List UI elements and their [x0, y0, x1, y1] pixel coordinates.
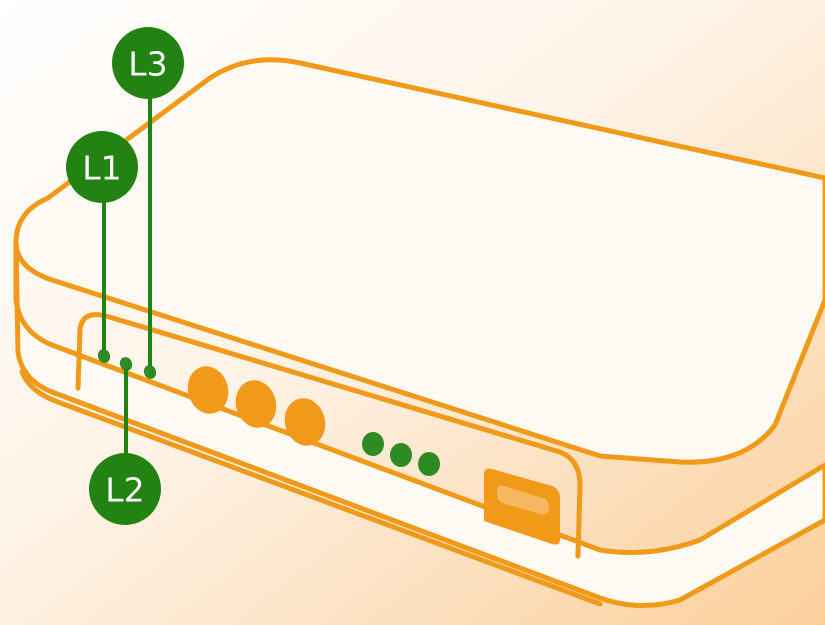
callout-l1: L1	[66, 131, 138, 203]
router-icon	[13, 57, 825, 608]
round-port-icon	[235, 380, 277, 428]
front-panel	[75, 312, 583, 559]
router-top-surface	[13, 57, 825, 465]
router-bottom-edge	[19, 369, 603, 607]
callout-badge	[112, 27, 184, 99]
callout-badge	[66, 131, 138, 203]
round-port-icon	[187, 366, 229, 414]
callout-l2: L2	[89, 453, 161, 525]
callout-label: L3	[128, 45, 167, 84]
status-dots	[362, 432, 440, 476]
round-port-icon	[284, 398, 326, 446]
status-dot	[418, 452, 440, 476]
callout-leaders	[102, 93, 152, 457]
callout-badge	[89, 453, 161, 525]
router-base-shell	[13, 239, 825, 608]
led-l1	[97, 349, 111, 363]
usb-port-highlight	[497, 485, 550, 515]
status-dot	[390, 443, 412, 467]
callout-label: L2	[105, 471, 144, 510]
usb-port-icon	[484, 468, 560, 545]
led-l3	[143, 365, 157, 379]
callout-label: L1	[82, 149, 121, 188]
round-ports	[187, 366, 326, 446]
callout-l3: L3	[112, 27, 184, 99]
status-dot	[362, 432, 384, 456]
indicator-leds	[97, 349, 157, 379]
led-l2	[119, 357, 133, 371]
